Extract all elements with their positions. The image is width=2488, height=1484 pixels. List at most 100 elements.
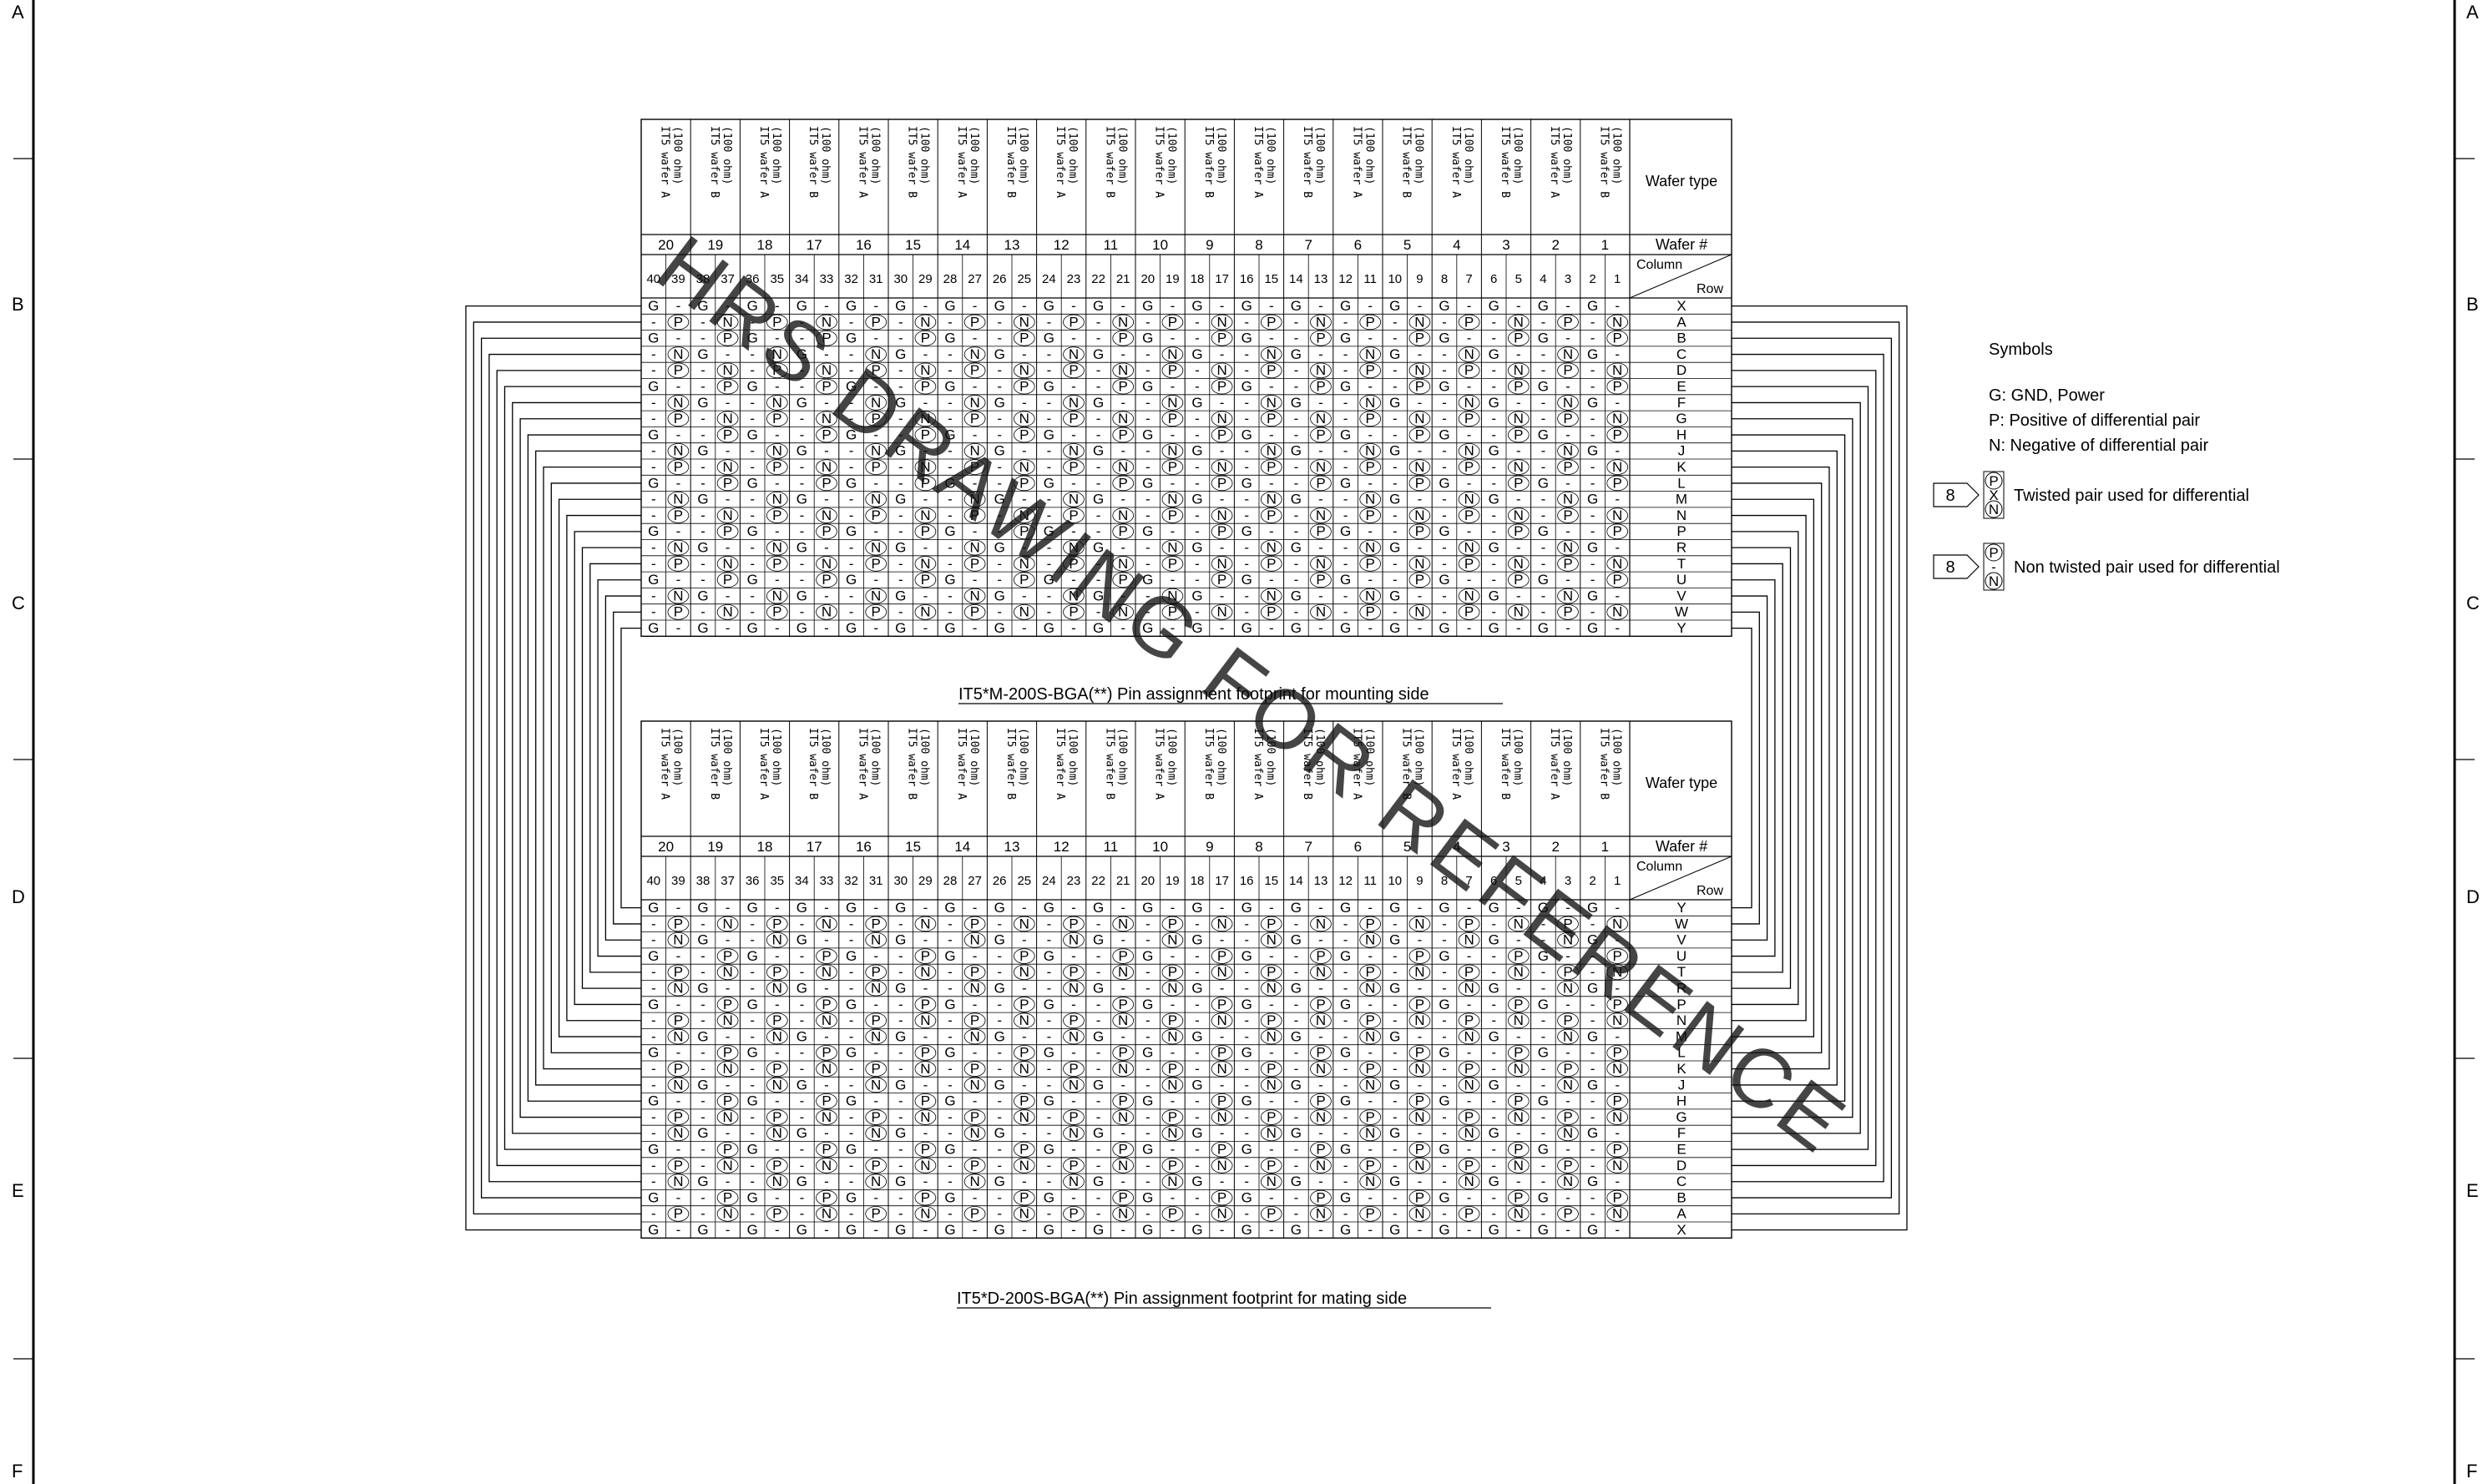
pin-cell: - bbox=[1442, 443, 1447, 459]
pin-pair-oval bbox=[1507, 1012, 1530, 1029]
pin-cell: - bbox=[1244, 1206, 1249, 1222]
pin-cell: - bbox=[1318, 1222, 1323, 1238]
pin-cell: G bbox=[1044, 1093, 1054, 1109]
pin-pair-oval bbox=[667, 1061, 690, 1077]
pin-cell: - bbox=[676, 572, 681, 588]
pin-cell: - bbox=[651, 916, 656, 931]
pin-cell: - bbox=[873, 997, 878, 1012]
pin-pair-oval bbox=[963, 1206, 986, 1222]
pin-cell: N bbox=[920, 1158, 930, 1174]
pin-cell: G bbox=[1142, 997, 1153, 1012]
pin-cell: - bbox=[1294, 1206, 1299, 1222]
wafer-ohm-text: (100 ohm) bbox=[918, 728, 931, 786]
pin-cell: G bbox=[1191, 395, 1202, 411]
pin-cell: - bbox=[1393, 1061, 1398, 1077]
pin-cell: - bbox=[997, 459, 1002, 475]
pin-cell: G bbox=[895, 540, 906, 556]
pin-cell: - bbox=[1590, 523, 1595, 539]
pin-pair-oval bbox=[1260, 980, 1282, 997]
pin-cell: G bbox=[1587, 1077, 1598, 1093]
pin-cell: - bbox=[923, 492, 928, 507]
pin-cell: G bbox=[1044, 948, 1054, 964]
row-letter: A bbox=[1676, 1206, 1686, 1222]
pin-cell: N bbox=[1414, 459, 1424, 475]
pin-pair-oval bbox=[1013, 1141, 1035, 1158]
pin-cell: N bbox=[1267, 395, 1277, 411]
route-left bbox=[574, 531, 641, 1006]
pin-cell: - bbox=[1393, 572, 1398, 588]
pin-cell: G bbox=[1538, 900, 1549, 916]
pin-pair-oval bbox=[1161, 1174, 1184, 1190]
pin-cell: G bbox=[944, 1142, 955, 1158]
pin-cell: - bbox=[824, 298, 829, 314]
pin-cell: - bbox=[775, 1093, 780, 1109]
wafer-ohm-text: (100 ohm) bbox=[1560, 728, 1573, 786]
pin-cell: - bbox=[1294, 411, 1299, 427]
pin-cell: P bbox=[872, 362, 881, 378]
pin-cell: - bbox=[1047, 1158, 1052, 1174]
pin-cell: G bbox=[944, 620, 955, 636]
pin-cell: - bbox=[1541, 556, 1546, 572]
pin-cell: - bbox=[1047, 588, 1052, 603]
pin-cell: - bbox=[1047, 1028, 1052, 1044]
route-right bbox=[1732, 386, 1869, 1150]
pin-cell: - bbox=[726, 443, 731, 459]
pin-pair-oval bbox=[667, 395, 690, 411]
pin-cell: - bbox=[1071, 1189, 1076, 1205]
pin-pair-oval bbox=[816, 314, 837, 331]
pin-cell: G bbox=[796, 298, 807, 314]
pin-cell: G bbox=[697, 1222, 708, 1238]
pin-cell: - bbox=[1343, 1206, 1348, 1222]
pin-pair-oval bbox=[1013, 916, 1035, 932]
pin-cell: P bbox=[921, 572, 930, 588]
pin-cell: P bbox=[1316, 948, 1325, 964]
pin-cell: - bbox=[1244, 443, 1249, 459]
pin-cell: N bbox=[1069, 588, 1079, 603]
pin-cell: - bbox=[1294, 1158, 1299, 1174]
pin-cell: - bbox=[800, 997, 805, 1012]
pin-cell: - bbox=[1220, 981, 1225, 997]
pin-cell: N bbox=[1167, 443, 1177, 459]
pin-cell: - bbox=[1393, 916, 1398, 931]
pin-cell: P bbox=[1563, 1206, 1572, 1222]
pin-pair-oval bbox=[914, 964, 937, 981]
pin-cell: G bbox=[994, 443, 1005, 459]
pin-cell: N bbox=[871, 540, 881, 556]
pin-cell: N bbox=[772, 1125, 782, 1141]
pin-pair-oval bbox=[1013, 427, 1035, 443]
row-letter: F bbox=[1677, 1125, 1686, 1141]
pin-cell: - bbox=[973, 1045, 978, 1061]
pin-cell: N bbox=[1464, 346, 1474, 362]
pin-cell: - bbox=[700, 1158, 705, 1174]
pin-cell: - bbox=[849, 314, 854, 330]
wafer-number: 20 bbox=[658, 237, 674, 253]
pin-cell: - bbox=[1442, 459, 1447, 475]
wafer-type-text: IT5 wafer A bbox=[1350, 126, 1363, 198]
pin-pair-oval bbox=[1063, 1158, 1085, 1174]
pin-cell: P bbox=[1267, 556, 1276, 572]
column-number: 23 bbox=[1067, 272, 1081, 286]
pin-cell: G bbox=[1191, 932, 1202, 948]
pin-cell: N bbox=[822, 1206, 832, 1222]
pin-pair-oval bbox=[816, 411, 837, 427]
row-letter: B bbox=[1676, 331, 1686, 346]
pin-cell: P bbox=[1217, 1045, 1226, 1061]
pin-cell: P bbox=[1217, 427, 1226, 442]
pin-cell: - bbox=[1171, 620, 1176, 636]
pin-cell: P bbox=[822, 948, 831, 964]
pin-pair-oval bbox=[963, 604, 986, 620]
pin-pair-oval bbox=[1507, 475, 1530, 492]
pin-cell: P bbox=[970, 459, 979, 475]
pin-cell: - bbox=[948, 395, 953, 411]
pin-cell: - bbox=[1442, 314, 1447, 330]
pin-cell: P bbox=[1514, 1189, 1523, 1205]
pin-cell: P bbox=[1563, 1012, 1572, 1028]
pin-cell: - bbox=[1590, 1142, 1595, 1158]
pin-cell: - bbox=[1467, 1045, 1472, 1061]
pin-cell: G bbox=[1489, 900, 1499, 916]
pin-cell: - bbox=[1368, 900, 1373, 916]
column-number: 1 bbox=[1614, 272, 1621, 286]
pin-cell: - bbox=[1145, 443, 1150, 459]
wafer-number: 4 bbox=[1453, 237, 1460, 253]
pin-cell: P bbox=[1316, 572, 1325, 588]
